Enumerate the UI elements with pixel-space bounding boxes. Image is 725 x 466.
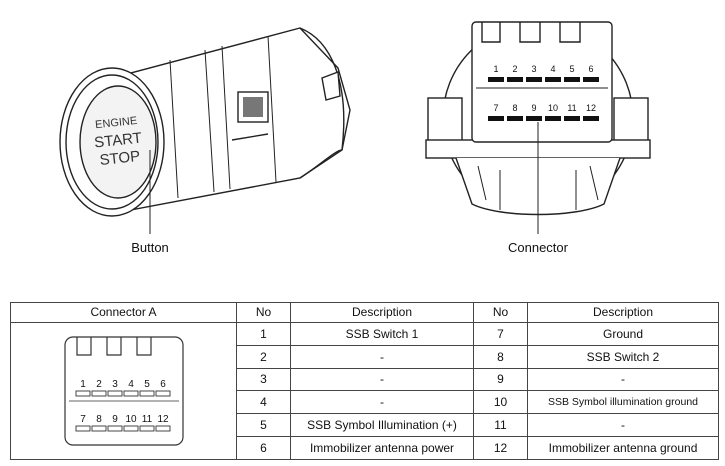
pin-description: Immobilizer antenna ground bbox=[527, 436, 719, 460]
terminal bbox=[123, 425, 138, 432]
terminal bbox=[488, 77, 504, 82]
terminal bbox=[583, 77, 599, 82]
pin-description: - bbox=[527, 367, 719, 392]
table-row: 5 SSB Symbol Illumination (+) 11 - bbox=[11, 413, 719, 438]
pin-no: 2 bbox=[236, 344, 291, 369]
pin-description: SSB Switch 1 bbox=[290, 321, 474, 346]
pin-description: - bbox=[290, 367, 474, 392]
pin-number: 7 bbox=[493, 103, 498, 113]
pin-number: 11 bbox=[567, 103, 576, 113]
terminal bbox=[545, 116, 561, 121]
component-figure: ENGINE START STOP Button 1 2 3 4 5 6 7 8… bbox=[59, 21, 651, 255]
pin-number: 10 bbox=[125, 414, 137, 425]
pin-description: Immobilizer antenna power bbox=[290, 436, 474, 460]
terminal bbox=[123, 390, 138, 397]
pin-number: 5 bbox=[144, 379, 150, 390]
pin-no: 11 bbox=[473, 413, 528, 438]
terminal bbox=[507, 116, 523, 121]
terminal bbox=[75, 425, 90, 432]
terminal bbox=[526, 77, 542, 82]
terminal bbox=[107, 425, 122, 432]
terminal bbox=[91, 425, 106, 432]
pin-number: 1 bbox=[80, 379, 86, 390]
pin-no: 7 bbox=[473, 321, 528, 346]
terminal bbox=[583, 116, 599, 121]
terminal bbox=[564, 77, 580, 82]
terminal bbox=[564, 116, 580, 121]
pin-number: 4 bbox=[128, 379, 134, 390]
pin-number: 5 bbox=[569, 64, 574, 74]
header-no: No bbox=[473, 302, 528, 323]
pin-no: 9 bbox=[473, 367, 528, 392]
terminal bbox=[139, 390, 154, 397]
terminal bbox=[155, 425, 170, 432]
button-face-start: START bbox=[93, 130, 142, 152]
table-row: 2 - 8 SSB Switch 2 bbox=[11, 344, 719, 369]
pin-description: - bbox=[290, 344, 474, 369]
pin-number: 6 bbox=[588, 64, 593, 74]
connector-pin-numbers: 1 2 3 4 5 6 7 8 9 10 11 12 bbox=[493, 64, 596, 113]
terminal bbox=[75, 390, 90, 397]
pin-no: 4 bbox=[236, 390, 291, 415]
pin-number: 6 bbox=[160, 379, 166, 390]
connector-a-diagram-cell: 1 2 3 4 5 6 7 8 9 10 11 12 bbox=[10, 321, 237, 461]
pin-description: Ground bbox=[527, 321, 719, 346]
pin-description: SSB Symbol illumination ground bbox=[527, 390, 719, 415]
pin-number: 3 bbox=[112, 379, 118, 390]
table-header-row: Connector A No Description No Descriptio… bbox=[10, 302, 719, 323]
pin-description: SSB Symbol Illumination (+) bbox=[290, 413, 474, 438]
pin-number: 11 bbox=[141, 414, 152, 425]
terminal bbox=[488, 116, 504, 121]
terminal bbox=[507, 77, 523, 82]
pin-number: 2 bbox=[96, 379, 102, 390]
pin-number: 1 bbox=[493, 64, 498, 74]
connector-callout-label: Connector bbox=[508, 240, 569, 255]
pin-description: - bbox=[527, 413, 719, 438]
button-callout-label: Button bbox=[131, 240, 169, 255]
header-connector-a: Connector A bbox=[10, 302, 237, 323]
pin-number: 9 bbox=[112, 414, 118, 425]
header-no: No bbox=[236, 302, 291, 323]
button-face-text: ENGINE START STOP bbox=[93, 115, 142, 169]
button-face-engine: ENGINE bbox=[95, 115, 138, 131]
table-row: 6 Immobilizer antenna power 12 Immobiliz… bbox=[11, 436, 719, 460]
pin-assignment-table: Connector A No Description No Descriptio… bbox=[10, 302, 719, 461]
terminal bbox=[526, 116, 542, 121]
pin-number: 3 bbox=[531, 64, 536, 74]
pin-no: 3 bbox=[236, 367, 291, 392]
terminal bbox=[545, 77, 561, 82]
start-stop-button-illustration bbox=[59, 27, 351, 217]
table-row: 1 2 3 4 5 6 7 8 9 10 11 12 bbox=[10, 321, 719, 461]
pin-number: 2 bbox=[512, 64, 517, 74]
pin-no: 8 bbox=[473, 344, 528, 369]
header-description: Description bbox=[527, 302, 719, 323]
button-face-stop: STOP bbox=[99, 148, 141, 169]
pin-number: 8 bbox=[96, 414, 102, 425]
table-row: 4 - 10 SSB Symbol illumination ground bbox=[11, 390, 719, 415]
connector-a-diagram: 1 2 3 4 5 6 7 8 9 10 11 12 bbox=[63, 336, 184, 446]
pin-description: SSB Switch 2 bbox=[527, 344, 719, 369]
pin-no: 5 bbox=[236, 413, 291, 438]
pin-number: 10 bbox=[548, 103, 558, 113]
terminal bbox=[155, 390, 170, 397]
terminal bbox=[107, 390, 122, 397]
pin-description: - bbox=[290, 390, 474, 415]
pin-no: 1 bbox=[236, 321, 291, 346]
pin-number: 12 bbox=[157, 414, 169, 425]
header-description: Description bbox=[290, 302, 474, 323]
pin-no: 12 bbox=[473, 436, 528, 460]
pin-number: 12 bbox=[586, 103, 596, 113]
pin-number: 7 bbox=[80, 414, 86, 425]
connector-terminals bbox=[488, 77, 599, 121]
table-row: 3 - 9 - bbox=[11, 367, 719, 392]
pin-no: 6 bbox=[236, 436, 291, 460]
pin-number: 8 bbox=[512, 103, 517, 113]
pin-no: 10 bbox=[473, 390, 528, 415]
terminal bbox=[91, 390, 106, 397]
terminal bbox=[139, 425, 154, 432]
pin-number: 4 bbox=[550, 64, 555, 74]
pin-number: 9 bbox=[531, 103, 536, 113]
